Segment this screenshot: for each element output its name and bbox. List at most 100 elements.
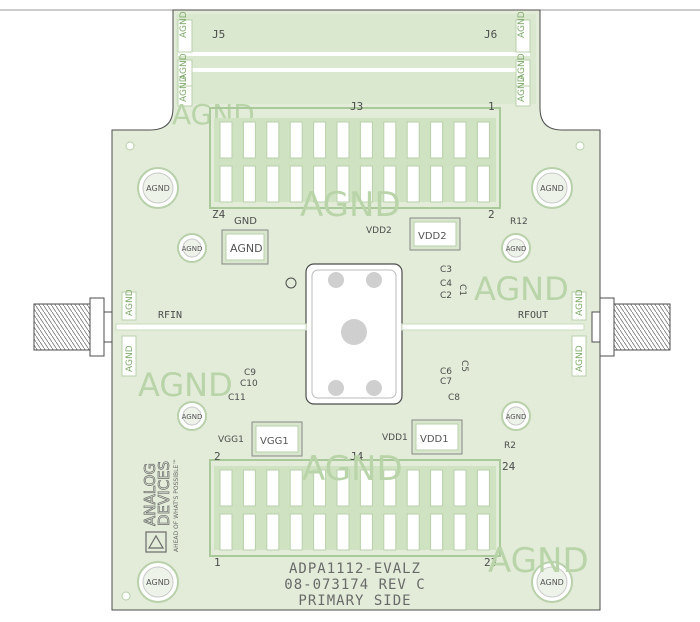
header-pin [336, 513, 350, 551]
dut-via-bl [328, 380, 344, 396]
header-pin [313, 469, 327, 507]
j3-z4-label: Z4 [212, 208, 226, 221]
j3-outline [209, 107, 501, 209]
mounting-hole-inner [536, 172, 568, 204]
j4-pin-array [219, 469, 490, 551]
header-pin [313, 513, 327, 551]
mounting-hole-inner [506, 238, 526, 258]
c3-label: C3 [440, 265, 452, 275]
agnd-label-tr1: AGND [517, 11, 527, 38]
logo-analog: ANALOG [141, 463, 159, 526]
vdd2-pad [413, 221, 457, 247]
j4-pin2-label: 2 [214, 450, 221, 463]
mounting-hole-label: AGND [506, 245, 527, 253]
header-pin [476, 513, 490, 551]
rfin-trace [115, 323, 307, 331]
analog-devices-logo: ANALOG DEVICES AHEAD OF WHAT'S POSSIBLE™ [141, 459, 180, 553]
header-pin [430, 513, 444, 551]
dut-via-center [341, 319, 367, 345]
mounting-hole-label: AGND [540, 578, 564, 587]
mounting-hole-inner [182, 406, 202, 426]
header-pin [336, 121, 350, 159]
agnd-label-l1: AGND [125, 289, 135, 316]
header-pin [359, 121, 373, 159]
vdd1-label: VDD1 [382, 433, 408, 443]
vgg1-pad-label: VGG1 [260, 436, 289, 447]
header-pin [476, 469, 490, 507]
header-pin [383, 513, 397, 551]
vgg1-label: VGG1 [218, 435, 244, 445]
header-pin [406, 469, 420, 507]
header-pin [430, 121, 444, 159]
header-pin [406, 513, 420, 551]
dut-inner [311, 269, 397, 399]
agnd-label-tr3: AGND [517, 75, 527, 102]
mounting-hole-label: AGND [540, 184, 564, 193]
dut-via-br [366, 380, 382, 396]
header-pin [289, 469, 303, 507]
j4-pin23-label: 23 [484, 556, 497, 569]
j4-body [214, 466, 496, 550]
c7-label: C7 [440, 377, 452, 387]
header-pin [266, 469, 280, 507]
j3-body [214, 118, 496, 202]
header-pin [219, 513, 233, 551]
agnd-large-left: AGND [138, 366, 233, 404]
header-pin [383, 165, 397, 203]
c10-label: C10 [240, 379, 258, 389]
c8-label: C8 [448, 393, 460, 403]
mounting-hole-inner [142, 566, 174, 598]
side-agnd-pads [121, 291, 587, 377]
header-pin [242, 513, 256, 551]
agnd-large-bottom: AGND [302, 449, 403, 489]
j3-pin2-label: 2 [488, 208, 495, 221]
top-header-area [176, 14, 536, 104]
header-pin [219, 121, 233, 159]
agnd-label-tr2: AGND [517, 53, 527, 80]
top-agnd-pads [177, 19, 531, 107]
r2-label: R2 [504, 441, 516, 451]
mounting-hole-label: AGND [182, 245, 203, 253]
board-side: PRIMARY SIDE [298, 593, 411, 609]
agnd-large-br: AGND [488, 541, 589, 581]
connector-j4-label: J4 [350, 450, 364, 463]
header-pin [359, 513, 373, 551]
mounting-hole-inner [506, 406, 526, 426]
header-pin [430, 469, 444, 507]
rfout-label: RFOUT [518, 310, 548, 321]
rfin-label: RFIN [158, 310, 182, 321]
vdd1-pad [415, 423, 459, 451]
j4-pin24-label: 24 [502, 460, 516, 473]
header-pin [453, 513, 467, 551]
header-pin [266, 513, 280, 551]
mounting-hole-inner [182, 238, 202, 258]
header-pin [359, 165, 373, 203]
top-trace-2 [178, 68, 530, 72]
vdd2-label: VDD2 [366, 226, 392, 236]
connector-j3-label: J3 [350, 100, 363, 113]
j4-pin1-label: 1 [214, 556, 221, 569]
mounting-hole-label: AGND [146, 578, 170, 587]
header-pin [313, 165, 327, 203]
vdd1-pad-label: VDD1 [420, 434, 449, 445]
header-pin [383, 469, 397, 507]
c5-label: C5 [459, 360, 469, 372]
header-pin [266, 165, 280, 203]
vdd2-pad-label: VDD2 [418, 231, 447, 242]
agnd-label-tl3: AGND [179, 75, 189, 102]
header-pin [336, 165, 350, 203]
header-pin [289, 121, 303, 159]
agnd-label-r2: AGND [575, 345, 585, 372]
logo-tagline: AHEAD OF WHAT'S POSSIBLE™ [173, 459, 180, 552]
connector-j6-label: J6 [484, 28, 497, 41]
logo-box [145, 531, 167, 553]
board-title: ADPA1112-EVALZ [289, 561, 421, 577]
header-pin [289, 513, 303, 551]
c11-label: C11 [228, 393, 246, 403]
agnd-label-tl1: AGND [179, 11, 189, 38]
mounting-hole-label: AGND [146, 184, 170, 193]
fiducial-bl [121, 591, 131, 601]
mounting-holes: AGND AGND AGND AGND AGND AGND AGND AGND [137, 167, 573, 603]
header-pin [383, 121, 397, 159]
